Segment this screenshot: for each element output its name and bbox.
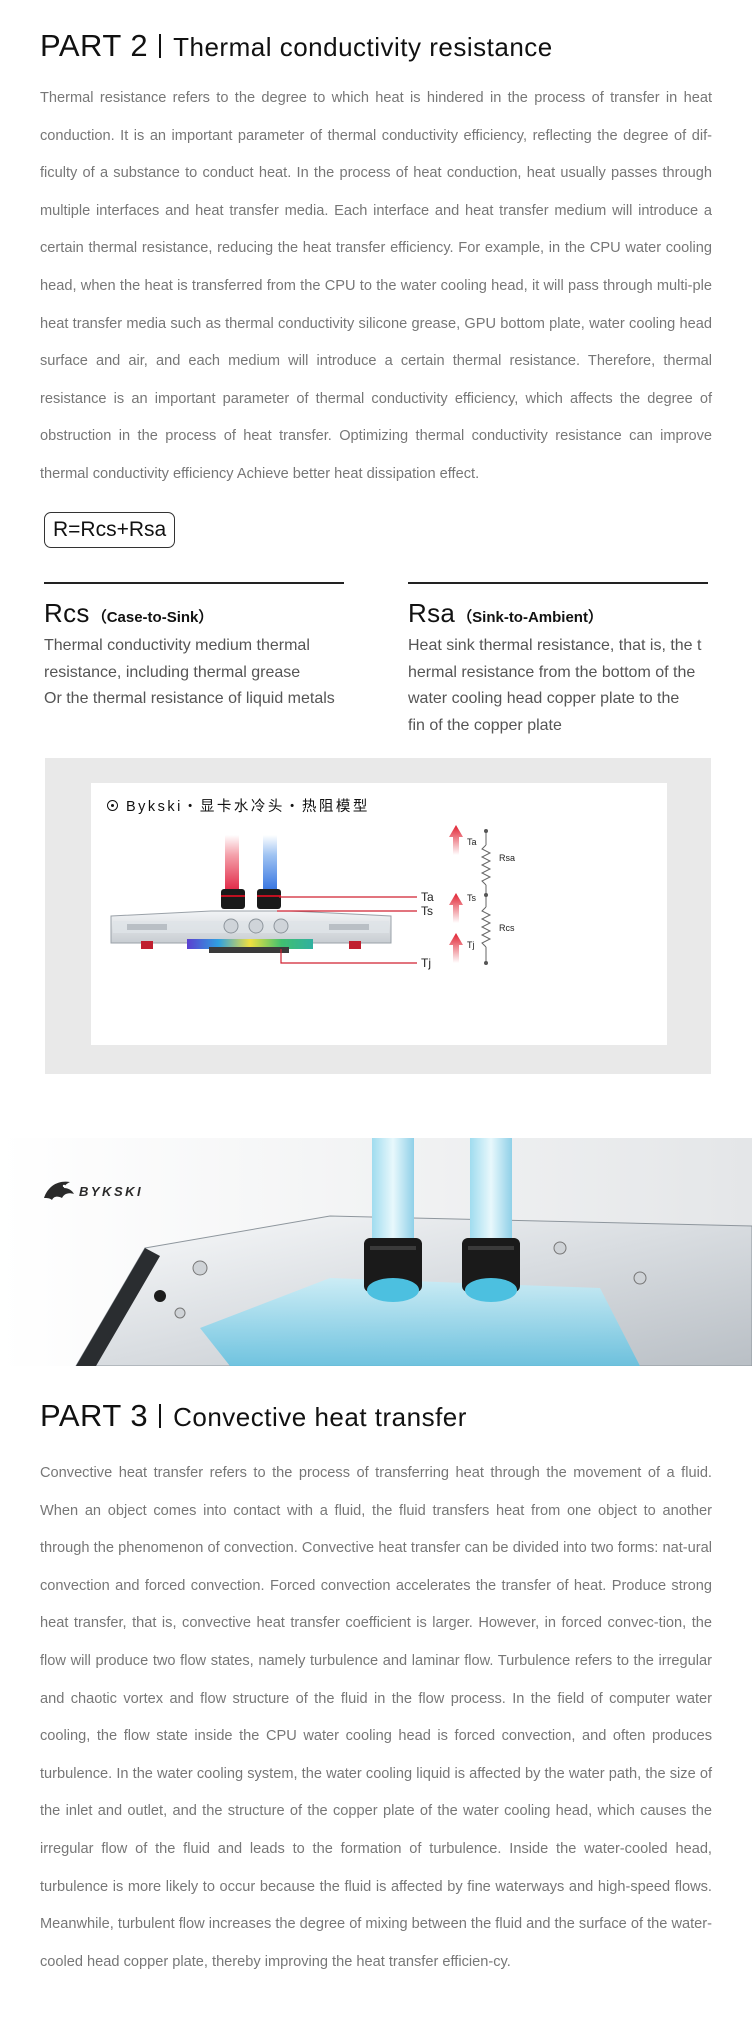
inlet-fitting (257, 889, 281, 909)
part2-paragraph: Thermal resistance refers to the degree … (40, 90, 712, 482)
rcs-desc-line: Or the thermal resistance of liquid meta… (44, 690, 335, 707)
heat-arrow-ta (449, 825, 463, 855)
rcs-column: Rcs （Case-to-Sink） Thermal conductivity … (44, 582, 344, 713)
ta-label: Ta (421, 890, 434, 904)
thermal-model-illustration: Ta Ts Tj Ta Ts Tj Rsa Rcs (110, 825, 515, 970)
rcs-resistor (480, 906, 492, 948)
photo-tube-left (372, 1138, 414, 1248)
photo-fitting-right (462, 1238, 520, 1292)
brand-logo: BYKSKI (42, 1178, 143, 1204)
rcs-subtitle: （Case-to-Sink） (91, 609, 214, 626)
coolant-channel (200, 1278, 640, 1366)
rsa-heading: Rsa （Sink-to-Ambient） (408, 598, 708, 629)
rsa-desc-line: water cooling head copper plate to the (408, 690, 680, 707)
ts-label: Ts (421, 904, 433, 918)
rcs-label: Rcs (499, 923, 515, 933)
rsa-rule (408, 582, 708, 584)
part2-title: Thermal conductivity resistance (173, 32, 553, 62)
rcs-abbr: Rcs (44, 598, 90, 628)
thermal-model-panel: Bykski・显卡水冷头・热阻模型 (45, 758, 711, 1074)
rsa-desc-line: hermal resistance from the bottom of the (408, 663, 696, 681)
rsa-description: Heat sink thermal resistance, that is, t… (408, 633, 708, 739)
photo-tube-right (470, 1138, 512, 1248)
rsa-subtitle: （Sink-to-Ambient） (457, 609, 603, 626)
heat-arrow-tj (449, 933, 463, 963)
rsa-resistor (480, 844, 492, 886)
tj-small-label: Tj (467, 940, 475, 950)
ts-small-label: Ts (467, 893, 477, 903)
heat-arrow-ts (449, 893, 463, 923)
part3-heading: PART 3 Convective heat transfer (40, 1398, 467, 1434)
rsa-label: Rsa (499, 853, 515, 863)
rcs-rule (44, 582, 344, 584)
part3-paragraph: Convective heat transfer refers to the p… (40, 1465, 712, 1970)
formula-box: R=Rcs+Rsa (44, 512, 176, 548)
thermal-model-card: Bykski・显卡水冷头・热阻模型 (91, 783, 667, 1045)
part2-number: PART 2 (40, 28, 149, 63)
rcs-desc-line: Thermal conductivity medium thermal (44, 637, 310, 654)
water-block-render (0, 1138, 752, 1366)
part3-title: Convective heat transfer (173, 1402, 467, 1432)
bullet-icon (107, 800, 118, 811)
diagram-caption: Bykski・显卡水冷头・热阻模型 (107, 795, 370, 816)
part3-number: PART 3 (40, 1398, 149, 1433)
tj-label: Tj (421, 956, 431, 970)
dragon-logo-icon (44, 1181, 74, 1200)
brand-wordmark: BYKSKI (79, 1183, 144, 1199)
heading-divider (159, 34, 162, 58)
diagram-caption-text: Bykski・显卡水冷头・热阻模型 (126, 799, 370, 815)
inlet-tube (263, 835, 277, 893)
rsa-desc-line: fin of the copper plate (408, 716, 562, 734)
rsa-column: Rsa （Sink-to-Ambient） Heat sink thermal … (408, 582, 708, 739)
ta-small-label: Ta (467, 837, 477, 847)
photo-fitting-left (364, 1238, 422, 1292)
heading-divider (159, 1404, 162, 1428)
outlet-tube (225, 835, 239, 893)
gpu-die (209, 947, 289, 953)
product-photo (0, 1138, 752, 1366)
outlet-fitting (221, 889, 245, 909)
rsa-abbr: Rsa (408, 598, 456, 628)
part2-heading: PART 2 Thermal conductivity resistance (40, 28, 553, 64)
rsa-desc-line: Heat sink thermal resistance, that is, t… (408, 637, 702, 654)
rcs-heading: Rcs （Case-to-Sink） (44, 598, 344, 629)
rcs-description: Thermal conductivity medium thermal resi… (44, 633, 344, 713)
rcs-desc-line: resistance, including thermal grease (44, 663, 301, 681)
copper-base-plate (187, 939, 313, 949)
